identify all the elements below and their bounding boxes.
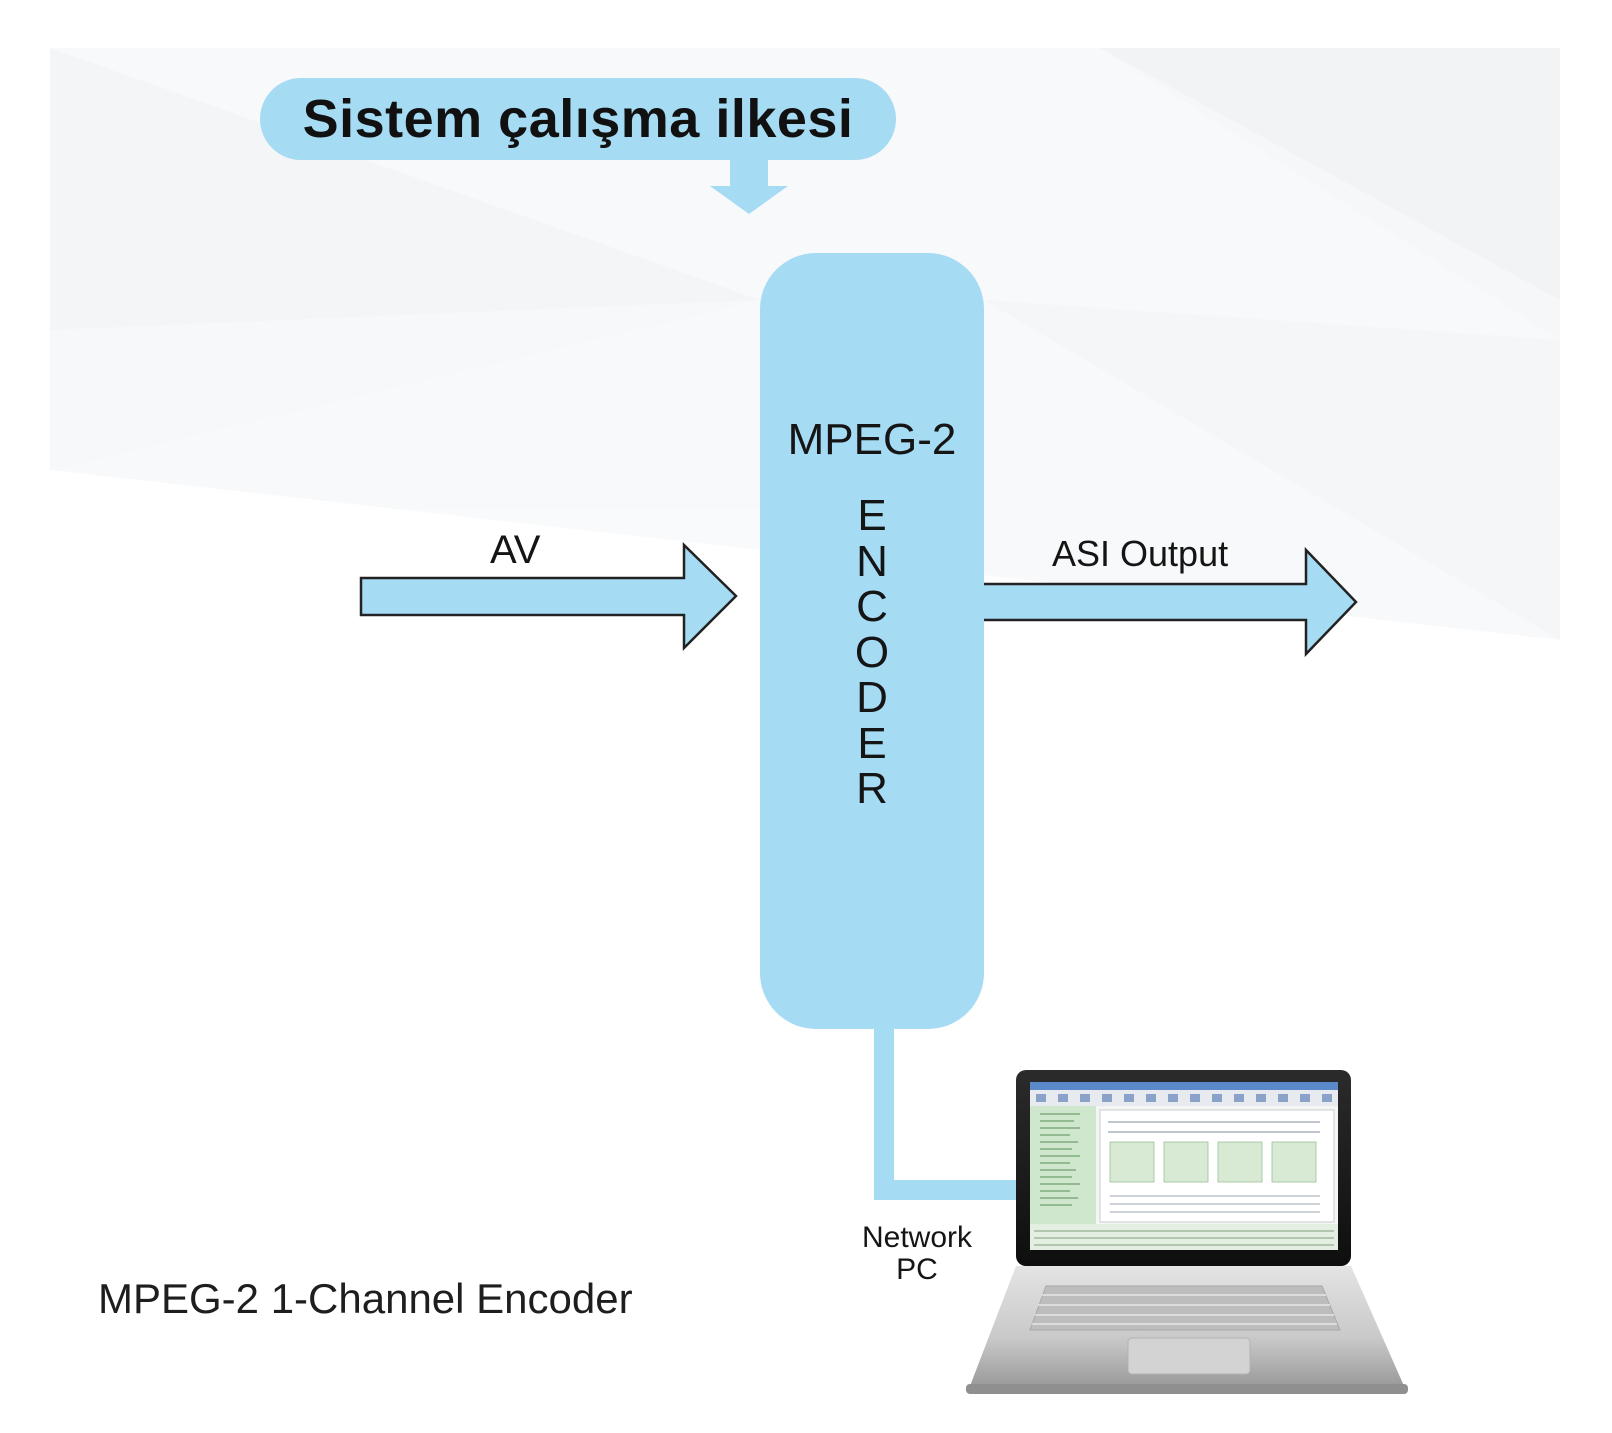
encoder-letter: E	[857, 718, 887, 768]
av-input-arrow	[359, 542, 738, 652]
input-label: AV	[490, 528, 541, 572]
encoder-letter: O	[854, 627, 890, 677]
network-pc-label: Network PC	[862, 1222, 972, 1286]
encoder-letter: N	[856, 536, 888, 586]
diagram-caption: MPEG-2 1-Channel Encoder	[98, 1275, 633, 1322]
encoder-letter: R	[856, 764, 888, 813]
network-connector-line	[874, 1028, 1030, 1200]
pc-label: PC	[896, 1253, 938, 1286]
network-label: Network	[862, 1221, 973, 1254]
output-label: ASI Output	[1052, 533, 1229, 574]
encoder-letter: C	[856, 582, 888, 631]
asi-output-arrow	[978, 546, 1358, 658]
diagram-title: Sistem çalışma ilkesi	[260, 78, 896, 160]
encoder-letter: E	[857, 491, 887, 540]
title-pointer-arrow	[710, 158, 788, 214]
encoder-format-label: MPEG-2	[787, 415, 957, 464]
encoder-letter: D	[856, 673, 888, 722]
laptop-icon	[966, 1070, 1408, 1394]
